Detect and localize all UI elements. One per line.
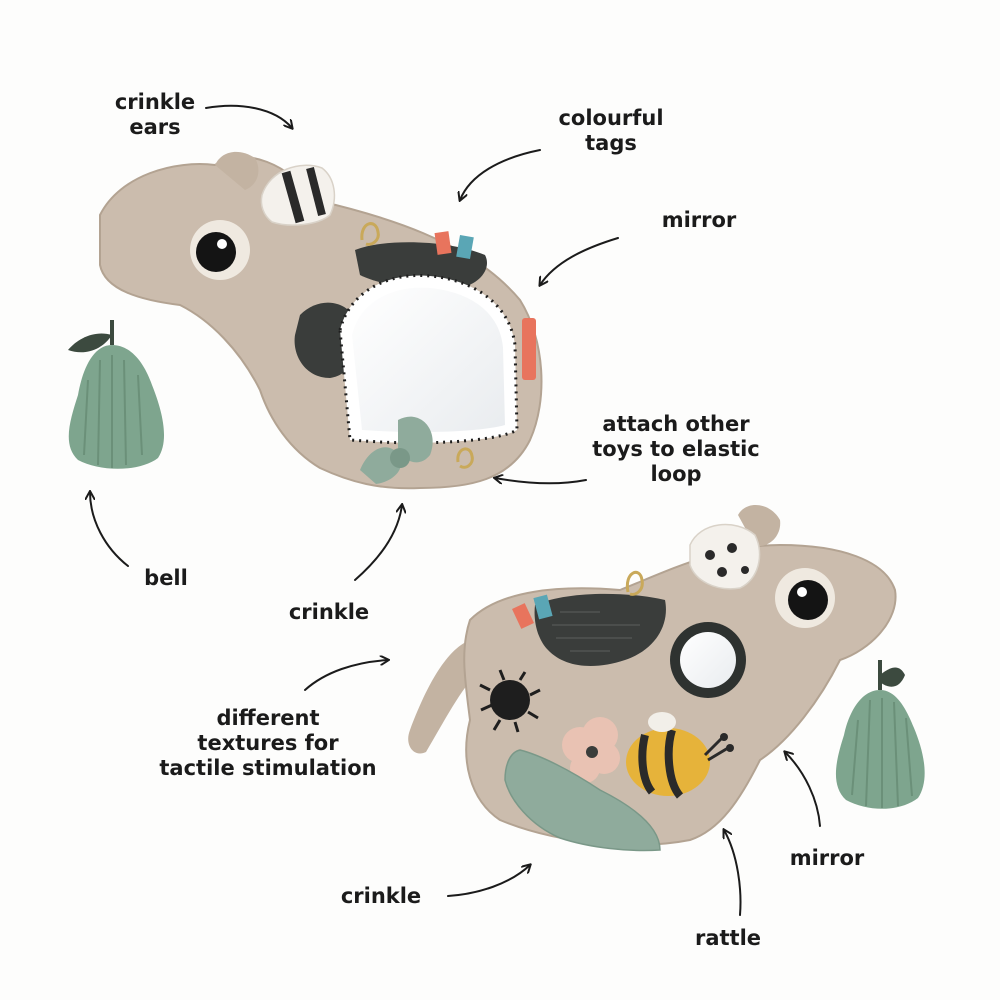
label-colourful-tags: colourful tags [552, 106, 670, 156]
label-rattle-text: rattle [694, 926, 762, 950]
label-rattle: rattle [690, 926, 766, 951]
bottom-pear-bell [835, 660, 925, 809]
arrow-bell [90, 492, 129, 567]
label-elastic-loop-line3: loop [650, 462, 702, 486]
bee-rattle [626, 712, 734, 799]
arrow-mirror-top [540, 237, 619, 285]
label-crinkle-bottom-text: crinkle [340, 884, 422, 908]
top-elastic-loop [360, 222, 380, 246]
label-crinkle-ears-line1: crinkle [114, 90, 196, 114]
bottom-cow-eye [775, 568, 835, 628]
label-elastic-loop-line2: toys to elastic [592, 437, 760, 461]
brand-tag [522, 318, 536, 380]
bottom-cow-tail [408, 640, 480, 754]
top-mirror [352, 287, 505, 433]
top-tag-coral [434, 231, 452, 255]
label-crinkle-ears-line2: ears [129, 115, 181, 139]
label-colourful-tags-line1: colourful [558, 106, 664, 130]
label-mirror-bottom-text: mirror [789, 846, 865, 870]
fuzzy-texture-patch [479, 669, 541, 733]
arrow-crinkle-ears [205, 104, 292, 128]
arrow-crinkle-bottom [447, 865, 530, 897]
top-crinkle-bow [360, 416, 433, 484]
label-crinkle-top-text: crinkle [288, 600, 370, 624]
bottom-tag-coral [512, 603, 534, 629]
arrow-elastic-loop [495, 478, 587, 483]
arrow-textures [304, 660, 388, 691]
label-mirror-top-text: mirror [661, 208, 737, 232]
arrow-rattle [724, 830, 742, 916]
label-elastic-loop: attach other toys to elastic loop [586, 412, 766, 487]
top-bottom-loop [456, 447, 474, 469]
top-cow-eye [190, 220, 250, 280]
top-tag-teal [456, 234, 474, 260]
arrow-colourful-tags [460, 149, 541, 200]
top-dark-patch [355, 242, 487, 290]
label-textures-line3: tactile stimulation [159, 756, 377, 780]
bottom-elastic-loop [625, 570, 644, 596]
dotted-crinkle-ear [689, 523, 761, 590]
label-mirror-bottom: mirror [782, 846, 872, 871]
striped-crinkle-ear [260, 164, 336, 226]
bottom-tag-teal [533, 594, 553, 620]
label-textures-line1: different [216, 706, 320, 730]
label-crinkle-ears: crinkle ears [108, 90, 202, 140]
label-bell: bell [136, 566, 196, 591]
arrow-crinkle-top [354, 505, 402, 581]
label-textures: different textures for tactile stimulati… [150, 706, 386, 781]
label-textures-line2: textures for [197, 731, 339, 755]
arrow-mirror-bottom [785, 752, 821, 827]
bottom-plush-cow [408, 504, 925, 852]
label-mirror-top: mirror [654, 208, 744, 233]
bottom-crinkle-leaf [504, 749, 661, 852]
label-elastic-loop-line1: attach other [602, 412, 750, 436]
bottom-round-mirror [670, 622, 746, 698]
top-plush-cow [68, 151, 543, 490]
label-crinkle-top: crinkle [282, 600, 376, 625]
callout-arrows [90, 104, 821, 916]
bottom-cow-ear [738, 504, 781, 547]
label-colourful-tags-line2: tags [585, 131, 637, 155]
top-pear-bell [68, 320, 165, 469]
label-bell-text: bell [144, 566, 188, 590]
top-cow-ear [215, 151, 259, 190]
label-crinkle-bottom: crinkle [334, 884, 428, 909]
